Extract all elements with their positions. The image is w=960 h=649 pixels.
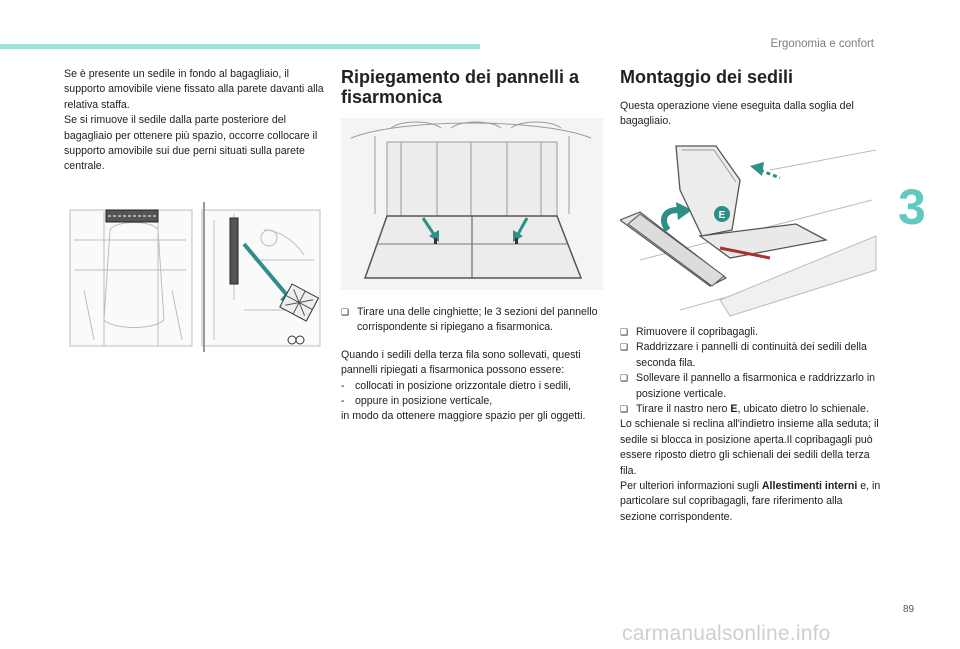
middle-column-text: ❑ Tirare una delle cinghiette; le 3 sezi… bbox=[341, 305, 603, 425]
seat-assembly-illustration: E bbox=[620, 140, 882, 320]
header-accent-bar bbox=[0, 44, 480, 49]
dash-item: -oppure in posizione verticale, bbox=[341, 395, 493, 408]
seat-assembly-intro: Questa operazione viene eseguita dalla s… bbox=[620, 100, 854, 128]
accordion-paragraph: Quando i sedili della terza fila sono so… bbox=[341, 348, 581, 377]
trunk-support-illustration bbox=[64, 200, 326, 352]
accordion-closing: in modo da ottenere maggiore spazio per … bbox=[341, 410, 586, 423]
accordion-panels-illustration bbox=[341, 118, 603, 290]
accordion-panels-title: Ripiegamento dei pannelli a fisarmonica bbox=[341, 67, 580, 107]
recline-paragraph: Lo schienale si reclina all'indietro ins… bbox=[620, 418, 879, 477]
instruction-bullet: ❑ Rimuovere il copribagagli. bbox=[620, 325, 882, 340]
left-paragraph-1: Se è presente un sedile in fondo al baga… bbox=[64, 68, 324, 111]
checkbox-icon: ❑ bbox=[620, 327, 629, 337]
middle-column-header: Ripiegamento dei pannelli a fisarmonica bbox=[341, 67, 603, 107]
seat-assembly-title: Montaggio dei sedili bbox=[620, 67, 794, 87]
watermark: carmanualsonline.info bbox=[622, 622, 831, 645]
instruction-bullet: ❑ Tirare il nastro nero E, ubicato dietr… bbox=[620, 402, 882, 417]
chapter-tab-number: 3 bbox=[898, 179, 926, 235]
checkbox-icon: ❑ bbox=[341, 307, 350, 317]
instruction-bullet: ❑ Tirare una delle cinghiette; le 3 sezi… bbox=[341, 305, 603, 336]
checkbox-icon: ❑ bbox=[620, 373, 629, 384]
right-column-header: Montaggio dei sedili Questa operazione v… bbox=[620, 67, 882, 130]
more-info-paragraph: Per ulteriori informazioni sugli Allesti… bbox=[620, 480, 881, 523]
dash-item: -collocati in posizione orizzontale diet… bbox=[341, 379, 572, 392]
checkbox-icon: ❑ bbox=[620, 404, 629, 415]
page-number: 89 bbox=[903, 604, 915, 615]
figure-label-e: E bbox=[719, 210, 726, 221]
left-column: Se è presente un sedile in fondo al baga… bbox=[64, 67, 326, 175]
right-column-text: ❑ Rimuovere il copribagagli. ❑ Raddrizza… bbox=[620, 325, 882, 525]
instruction-bullet: ❑ Sollevare il pannello a fisarmonica e … bbox=[620, 371, 882, 402]
section-title: Ergonomia e confort bbox=[770, 38, 874, 50]
checkbox-icon: ❑ bbox=[620, 342, 629, 353]
instruction-bullet: ❑ Raddrizzare i pannelli di continuità d… bbox=[620, 340, 882, 371]
left-paragraph-2: Se si rimuove il sedile dalla parte post… bbox=[64, 114, 318, 173]
